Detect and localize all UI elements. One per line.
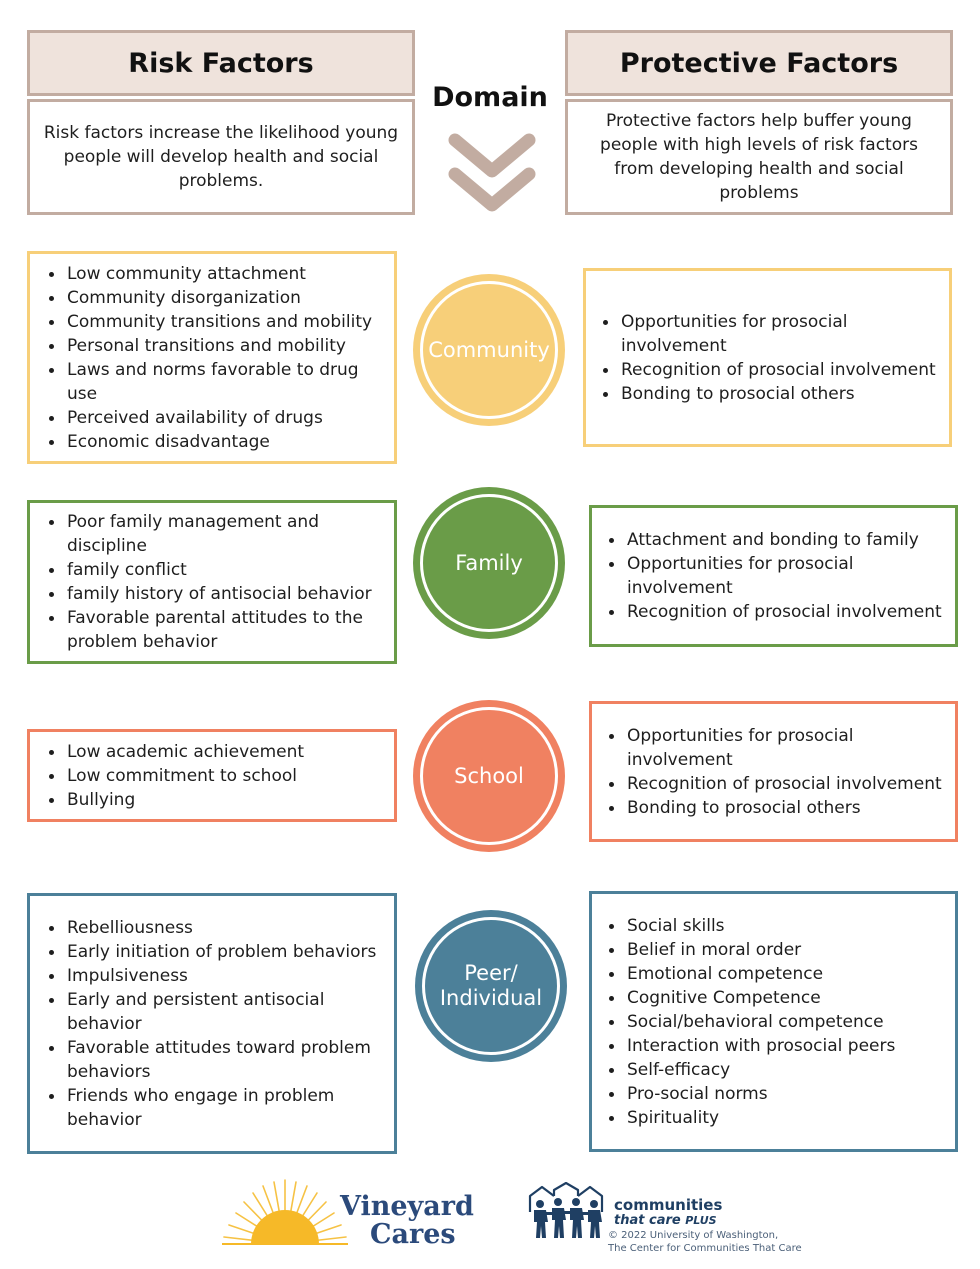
list-item: Favorable attitudes toward problem behav…: [30, 1036, 394, 1084]
list-item: Friends who engage in problem behavior: [30, 1084, 394, 1132]
list-item: Low commitment to school: [30, 764, 394, 788]
list-item: Impulsiveness: [30, 964, 394, 988]
list-item: Economic disadvantage: [30, 430, 394, 454]
list-item: Poor family management and discipline: [30, 510, 394, 558]
vineyard-line2: Cares: [370, 1219, 456, 1250]
ctc-that-care: that care: [614, 1213, 681, 1228]
vineyard-cares-logo: Vineyard Cares: [220, 1176, 480, 1250]
community-label: Community: [420, 281, 558, 419]
copyright-line1: © 2022 University of Washington,: [608, 1230, 779, 1241]
family-circle: Family: [413, 487, 565, 639]
list-item: Opportunities for prosocial involvement: [592, 724, 955, 772]
list-item: Cognitive Competence: [592, 986, 955, 1010]
list-item: Personal transitions and mobility: [30, 334, 394, 358]
school-circle: School: [413, 700, 565, 852]
list-item: Opportunities for prosocial involvement: [592, 552, 955, 600]
ctc-line2: that care PLUS: [614, 1213, 717, 1229]
list-item: Low academic achievement: [30, 740, 394, 764]
peer-individual-circle: Peer/ Individual: [415, 910, 567, 1062]
list-item: Opportunities for prosocial involvement: [586, 310, 949, 358]
list-item: Perceived availability of drugs: [30, 406, 394, 430]
protective-factors-description: Protective factors help buffer young peo…: [565, 99, 953, 215]
vineyard-line1: Vineyard: [340, 1191, 474, 1222]
list-item: Laws and norms favorable to drug use: [30, 358, 394, 406]
list-item: Community transitions and mobility: [30, 310, 394, 334]
double-chevron-down-icon: [446, 128, 538, 220]
ctc-plus: PLUS: [685, 1214, 717, 1227]
family-label: Family: [420, 494, 558, 632]
list-item: Bonding to prosocial others: [586, 382, 949, 406]
list-item: Spirituality: [592, 1106, 955, 1130]
list-item: Recognition of prosocial involvement: [592, 600, 955, 624]
list-item: Emotional competence: [592, 962, 955, 986]
protective-factors-title-text: Protective Factors: [619, 47, 899, 79]
list-item: Attachment and bonding to family: [592, 528, 955, 552]
list-item: family history of antisocial behavior: [30, 582, 394, 606]
list-item: Recognition of prosocial involvement: [592, 772, 955, 796]
list-item: Social/behavioral competence: [592, 1010, 955, 1034]
list-item: Self-efficacy: [592, 1058, 955, 1082]
list-item: Recognition of prosocial involvement: [586, 358, 949, 382]
risk-factors-title-text: Risk Factors: [128, 47, 314, 79]
risk-factors-description-text: Risk factors increase the likelihood you…: [43, 123, 399, 191]
ctc-line1: communities: [614, 1196, 723, 1214]
peer-individual-label: Peer/ Individual: [422, 917, 560, 1055]
list-item: Social skills: [592, 914, 955, 938]
list-item: Bullying: [30, 788, 394, 812]
list-item: family conflict: [30, 558, 394, 582]
protective-factors-description-text: Protective factors help buffer young peo…: [600, 111, 918, 203]
sun-icon: [220, 1176, 350, 1250]
list-item: Bonding to prosocial others: [592, 796, 955, 820]
school-label: School: [420, 707, 558, 845]
list-item: Community disorganization: [30, 286, 394, 310]
community-circle: Community: [413, 274, 565, 426]
list-item: Pro-social norms: [592, 1082, 955, 1106]
list-item: Interaction with prosocial peers: [592, 1034, 955, 1058]
list-item: Belief in moral order: [592, 938, 955, 962]
ctc-plus-logo: communities that care PLUS © 2022 Univer…: [526, 1180, 816, 1260]
list-item: Low community attachment: [30, 262, 394, 286]
list-item: Favorable parental attitudes to the prob…: [30, 606, 394, 654]
risk-factors-description: Risk factors increase the likelihood you…: [27, 99, 415, 215]
list-item: Rebelliousness: [30, 916, 394, 940]
copyright-line2: The Center for Communities That Care: [608, 1243, 802, 1254]
protective-factors-title: Protective Factors: [565, 30, 953, 96]
domain-label: Domain: [432, 82, 548, 113]
houses-and-people-icon: [526, 1181, 608, 1240]
list-item: Early and persistent antisocial behavior: [30, 988, 394, 1036]
list-item: Early initiation of problem behaviors: [30, 940, 394, 964]
risk-factors-title: Risk Factors: [27, 30, 415, 96]
